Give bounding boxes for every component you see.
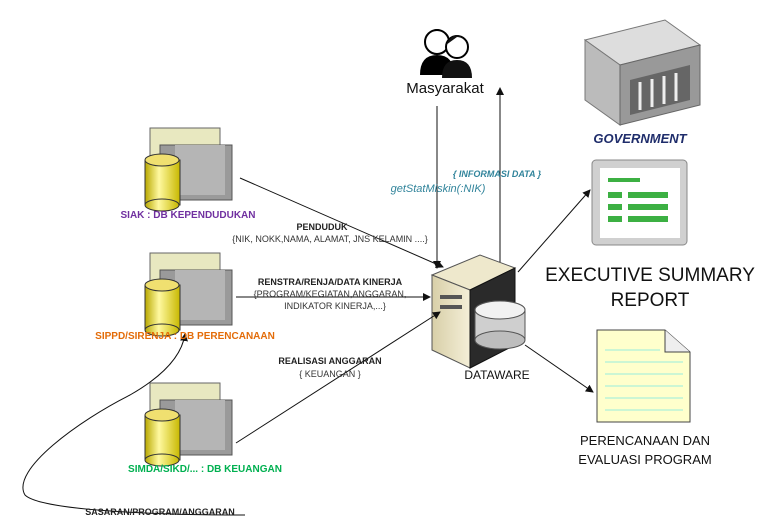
database-folder-icon [144, 382, 233, 467]
report-document-icon [591, 159, 688, 246]
server-database-icon [430, 254, 526, 369]
siak-label: SIAK : DB KEPENDUDUKAN [120, 210, 256, 221]
database-folder-icon [144, 127, 233, 212]
connectors [22, 87, 594, 516]
evaluasi-label: EVALUASI PROGRAM [578, 452, 712, 467]
penduduk-title: PENDUDUK [296, 222, 348, 232]
masyarakat-label: Masyarakat [406, 80, 484, 97]
getstatmiskin-label: getStatMiskin(:NIK) [390, 183, 486, 195]
realisasi-title: REALISASI ANGGARAN [278, 356, 382, 366]
renstra-detail-1: {PROGRAM/KEGIATAN,ANGGARAN, [253, 289, 407, 299]
arrow-sasaran [22, 333, 246, 516]
executive-report-label: REPORT [610, 290, 690, 311]
simda-label: SIMDA/SIKD/... : DB KEUANGAN [128, 464, 282, 475]
arrow-penduduk [239, 177, 444, 268]
perencanaan-label: PERENCANAAN DAN [579, 433, 711, 448]
database-folder-icon [144, 252, 233, 337]
planning-document-icon [596, 329, 691, 423]
arrow-executive [517, 189, 591, 273]
informasi-data-label: { INFORMASI DATA } [452, 169, 542, 179]
dataware-label: DATAWARE [464, 368, 530, 382]
penduduk-detail: {NIK, NOKK,NAMA, ALAMAT, JNS KELAMIN ...… [232, 234, 428, 244]
renstra-title: RENSTRA/RENJA/DATA KINERJA [257, 277, 403, 287]
arrow-perencanaan [524, 344, 594, 393]
arrow-realisasi [235, 311, 441, 444]
executive-summary-label: EXECUTIVE SUMMARY [545, 265, 755, 286]
people-icon [420, 29, 472, 78]
realisasi-detail: { KEUANGAN } [299, 369, 361, 379]
sippd-label: SIPPD/SIRENJA : DB PERENCANAAN [95, 331, 275, 342]
government-building-icon [583, 19, 702, 126]
sasaran-label: SASARAN/PROGRAM/ANGGARAN [85, 507, 235, 517]
government-label: GOVERNMENT [593, 131, 687, 146]
renstra-detail-2: INDIKATOR KINERJA,...} [284, 301, 386, 311]
